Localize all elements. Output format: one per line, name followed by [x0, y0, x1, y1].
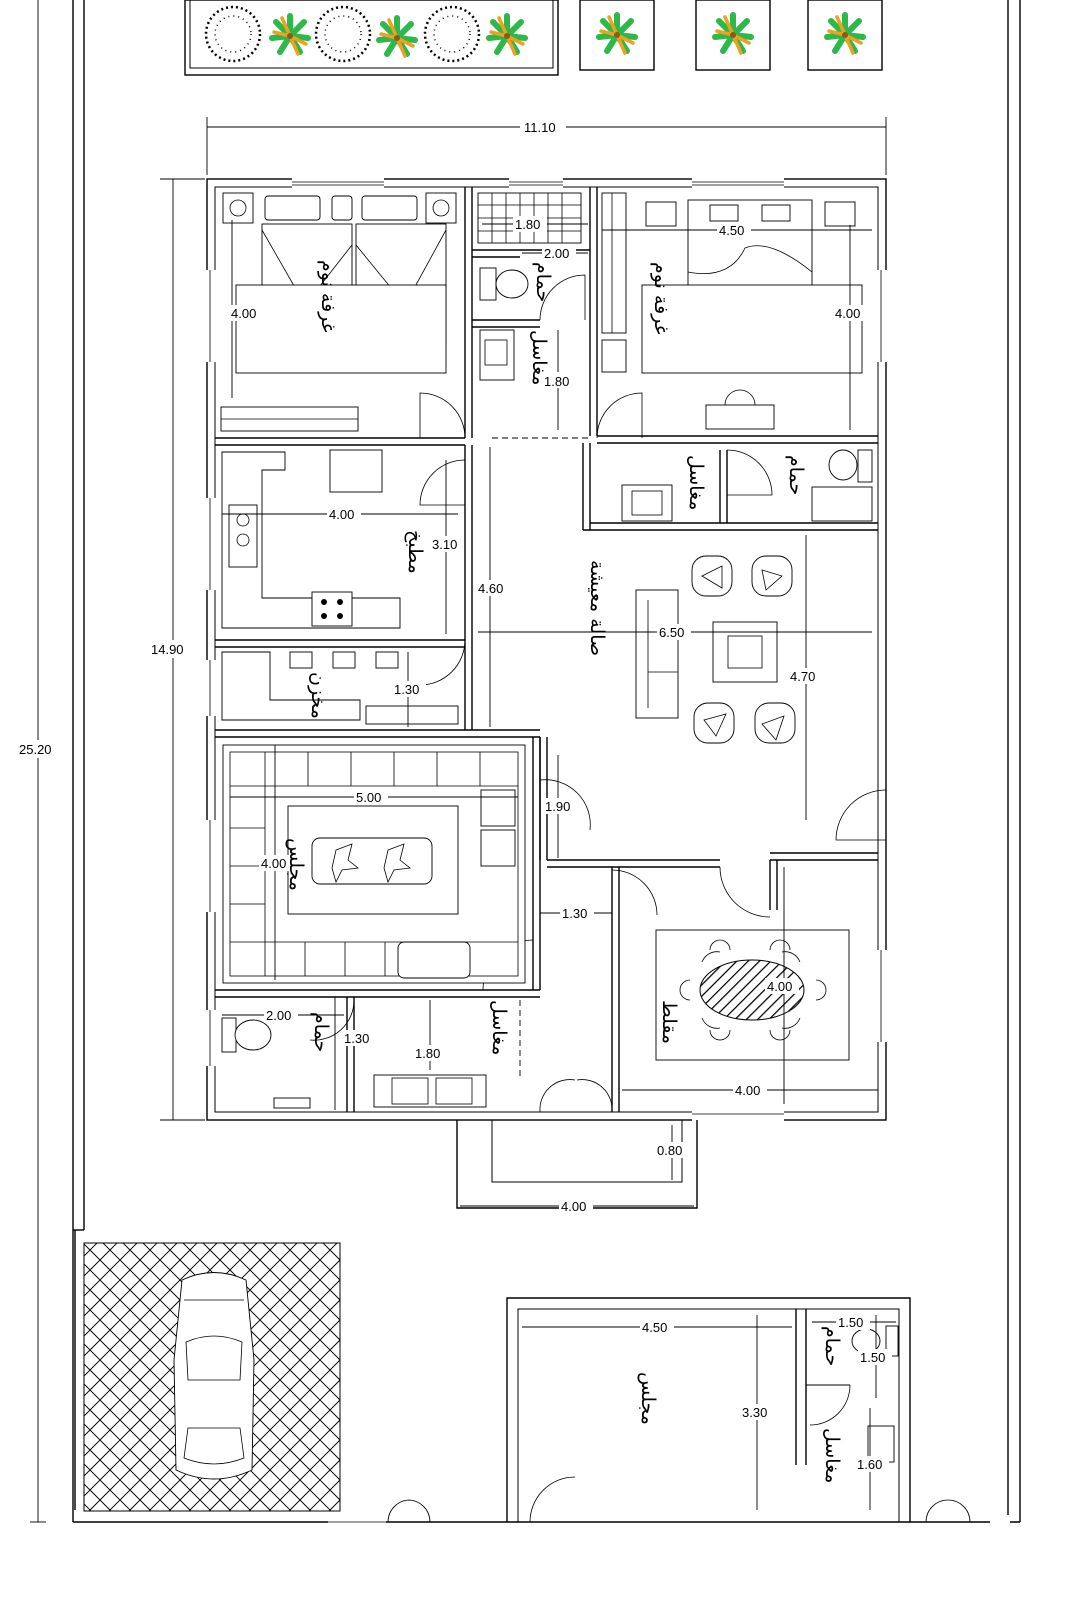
annex-majlis-width-label: 4.50 [642, 1320, 667, 1335]
bath3-width-label: 2.00 [266, 1008, 291, 1023]
palm-planter-3 [807, 0, 883, 71]
house-depth-dimension: 14.90 [150, 178, 205, 1121]
kitchen-fixtures [221, 449, 401, 629]
living-furniture [635, 555, 796, 744]
entrance-porch [456, 1120, 698, 1209]
store-depth-label: 1.30 [394, 682, 419, 697]
bath3-label: حمام [310, 1012, 332, 1052]
kitchen-depth-label: 3.10 [432, 537, 457, 552]
site-depth-label: 25.20 [19, 742, 52, 757]
interior-walls [215, 187, 878, 1112]
bed1-width-label: 4.00 [231, 306, 256, 321]
house-outline [204, 176, 888, 1122]
living-label: صالة معيشة [586, 560, 608, 656]
annex-bath-width-label: 1.50 [838, 1315, 863, 1330]
garage [83, 1242, 341, 1512]
entry-width-label: 1.90 [545, 799, 570, 814]
site-boundary [72, 0, 1021, 1523]
dimension-labels: 4.00 1.80 2.00 1.80 4.50 4.00 4.00 3.10 … [229, 216, 892, 1472]
kitchen-width-label: 4.00 [329, 507, 354, 522]
bed2-depth-label: 4.00 [835, 306, 860, 321]
wash1-width-label: 1.80 [544, 374, 569, 389]
bath1-label: حمام [532, 262, 554, 302]
wash1-label: مغاسل [528, 330, 550, 385]
annex-wash-label: مغاسل [821, 1428, 843, 1483]
porch-depth-label: 0.80 [657, 1143, 682, 1158]
bath2-fixtures [621, 449, 873, 522]
bedroom2-label: غرفة نوم [650, 262, 672, 335]
store-label: مخزن [307, 672, 329, 719]
annex-majlis-depth-label: 3.30 [742, 1405, 767, 1420]
bath2-label: حمام [785, 455, 807, 495]
majlis-label: مجلس [285, 838, 307, 891]
entry-depth-label: 1.30 [562, 906, 587, 921]
kitchen-label: مطبخ [404, 530, 426, 574]
house-depth-label: 14.90 [151, 642, 184, 657]
majlis-width-label: 5.00 [356, 790, 381, 805]
site-depth-dimension: 25.20 [18, 0, 60, 1523]
wash2-label: مغاسل [685, 455, 707, 510]
wash3-width-label: 1.80 [415, 1046, 440, 1061]
majlis-depth-label: 4.00 [261, 856, 286, 871]
porch-width-label: 4.00 [561, 1199, 586, 1214]
annex-bath-label: حمام [821, 1326, 843, 1366]
dining-label: مقلط [658, 1000, 680, 1044]
living-width-label: 6.50 [659, 625, 684, 640]
annex-wash-depth-label: 1.60 [857, 1457, 882, 1472]
armchair-icon [751, 555, 793, 597]
majlis-furniture [222, 744, 526, 984]
dining-size-label: 4.00 [767, 979, 792, 994]
bed2-width-label: 4.50 [719, 223, 744, 238]
bedroom1-furniture [220, 192, 457, 432]
palm-planter-1 [579, 0, 655, 71]
bath1-tub-label: 1.80 [515, 217, 540, 232]
bedroom1-label: غرفة نوم [317, 260, 339, 333]
armchair-icon [693, 702, 735, 744]
palm-planter-2 [695, 0, 771, 71]
dining-furniture [655, 929, 850, 1061]
corridor-label: 4.60 [478, 581, 503, 596]
house-width-label: 11.10 [524, 120, 556, 135]
house-width-dimension: 11.10 [206, 117, 887, 175]
armchair-icon [754, 702, 796, 744]
living-depth-label: 4.70 [790, 669, 815, 684]
annex-bath-depth-label: 1.50 [860, 1350, 885, 1365]
bath1-width-label: 2.00 [544, 246, 569, 261]
dining-width-label: 4.00 [735, 1083, 760, 1098]
annex-majlis-label: مجلس [637, 1372, 659, 1425]
store-fixtures [221, 651, 459, 725]
car-icon [173, 1272, 255, 1480]
bath3-depth-label: 1.30 [344, 1031, 369, 1046]
room-labels: غرفة نوم حمام مغاسل غرفة نوم مغاسل حمام … [285, 260, 843, 1483]
bath3-fixtures [221, 1017, 487, 1109]
bedroom2-furniture [601, 192, 863, 430]
wash3-label: مغاسل [488, 1000, 510, 1055]
planter-bed [184, 0, 559, 76]
armchair-icon [691, 555, 733, 597]
